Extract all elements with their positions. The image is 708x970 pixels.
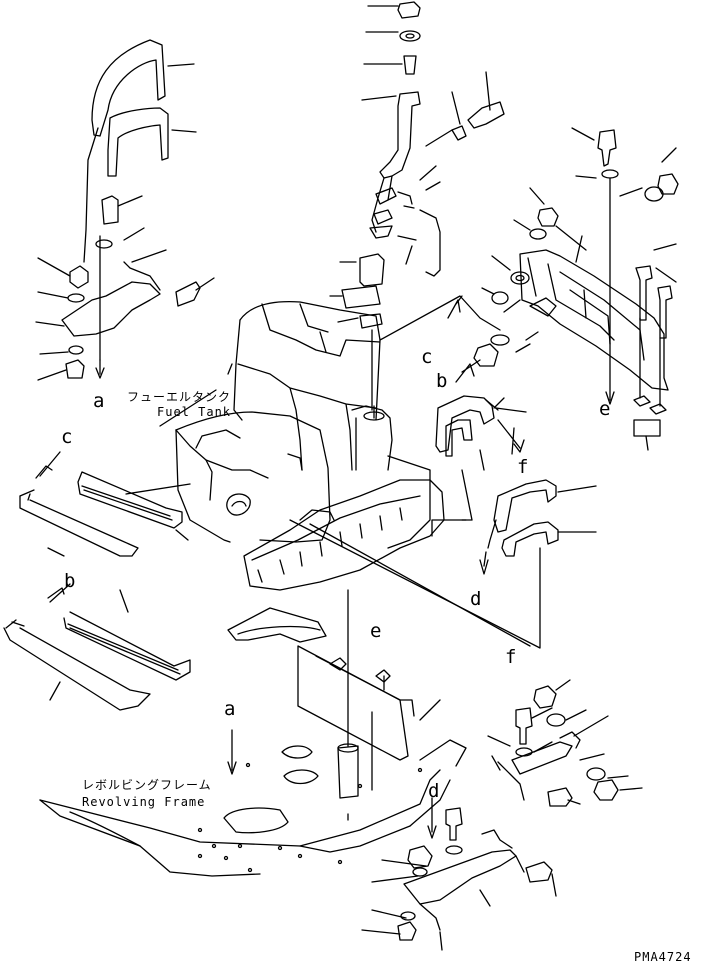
filler-pipe-assembly — [329, 1, 505, 411]
ref-label-b-left: b — [64, 570, 76, 592]
fuel-tank — [125, 300, 445, 591]
drawing-code: PMA4724 — [634, 950, 692, 964]
ref-label-a-upper: a — [93, 390, 105, 412]
ref-label-a-lower: a — [224, 698, 236, 720]
tank-bracket-set — [435, 395, 597, 575]
fuel-tank-label-jp: フューエルタンク — [127, 390, 232, 404]
revolving-frame-label-en: Revolving Frame — [82, 795, 206, 809]
fuel-tank-label-en: Fuel Tank — [157, 405, 232, 419]
lower-hardware — [289, 519, 643, 951]
right-cover-assembly — [473, 127, 679, 451]
ref-label-c-right: c — [421, 346, 433, 368]
ref-label-f-upper: f — [517, 456, 529, 478]
ref-label-d-lower: d — [428, 780, 440, 802]
ref-label-e-lower: e — [370, 620, 382, 642]
revolving-frame-label-jp: レボルビングフレーム — [82, 778, 212, 792]
left-strap-assembly — [35, 39, 215, 381]
lower-strap-set — [3, 451, 191, 711]
ref-label-b-right: b — [436, 370, 448, 392]
ref-label-e-upper: e — [599, 398, 611, 420]
ref-label-f-lower: f — [505, 646, 517, 668]
revolving-frame — [39, 589, 467, 877]
ref-label-d-mid: d — [470, 588, 482, 610]
ref-label-c-left: c — [61, 426, 73, 448]
connector-lines — [309, 295, 531, 821]
